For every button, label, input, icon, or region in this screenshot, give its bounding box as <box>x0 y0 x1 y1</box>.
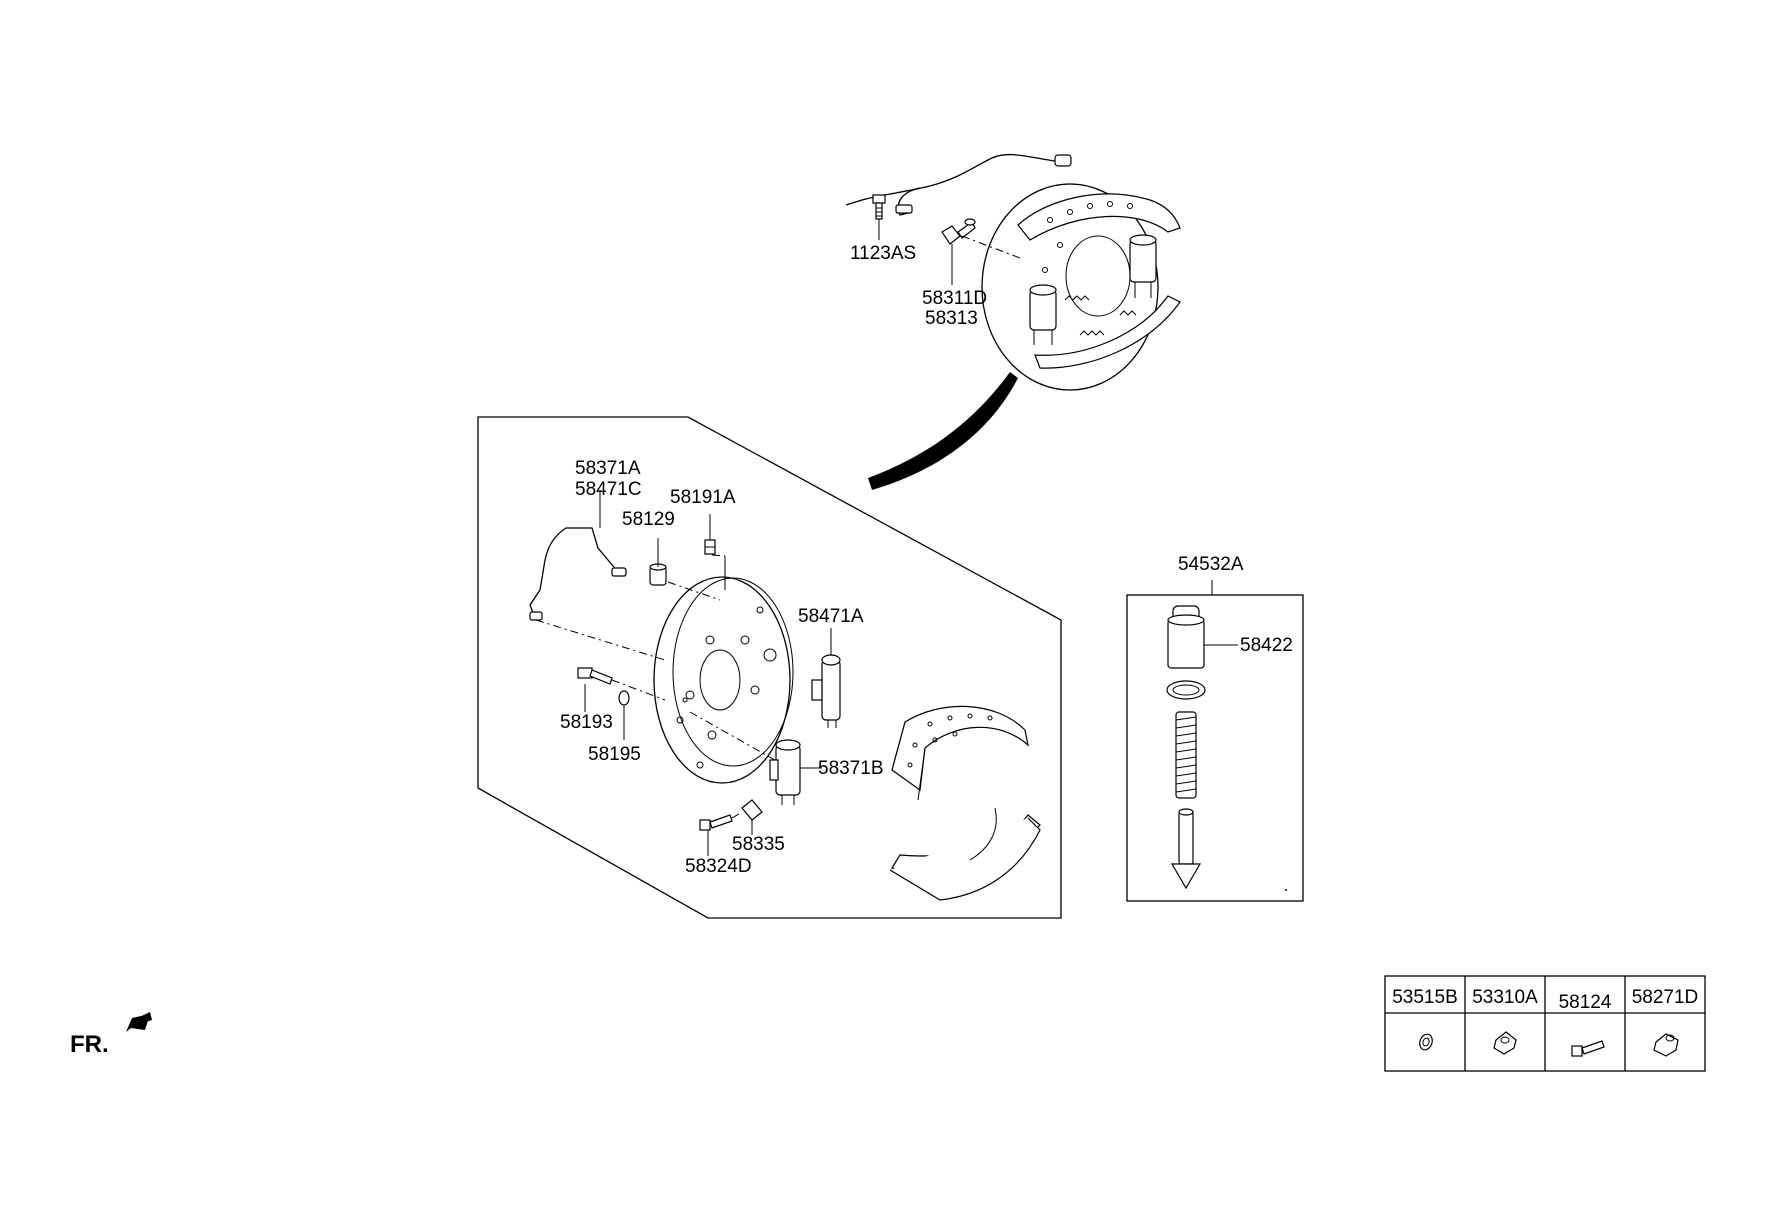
callout-58371A: 58371A <box>575 458 641 479</box>
front-orientation: FR. <box>70 1012 152 1058</box>
legend-header-53310A: 53310A <box>1472 987 1538 1008</box>
adjuster-dot <box>1285 889 1287 891</box>
hex-nut-icon <box>1653 1033 1679 1057</box>
sensor-connector <box>1054 154 1072 167</box>
top-dash-line <box>961 235 1021 259</box>
backing-plate-hub <box>699 649 741 711</box>
brake-shoe-upper <box>891 705 1029 792</box>
callout-58129: 58129 <box>622 509 675 530</box>
callout-58471A: 58471A <box>798 606 864 627</box>
nut-icon <box>1493 1031 1517 1055</box>
brake-shoe-upper-edge <box>891 721 926 801</box>
top-lower-shoe <box>1034 295 1181 369</box>
backing-plate-bolt-holes <box>676 606 777 769</box>
top-springs <box>1064 295 1137 336</box>
exploded-view-frame <box>477 416 1062 919</box>
legend-header-58271D: 58271D <box>1632 987 1699 1008</box>
bolt-58324D <box>699 814 733 831</box>
callout-58422: 58422 <box>1240 635 1293 656</box>
washer-58195 <box>618 690 630 706</box>
callout-58324D: 58324D <box>685 856 752 877</box>
callout-54532A: 54532A <box>1178 554 1244 575</box>
callout-58193: 58193 <box>560 712 613 733</box>
wheel-cylinder-58471A <box>811 654 841 728</box>
adjuster-ring-inner <box>1172 684 1200 696</box>
top-wheel-cylinder-right <box>1129 234 1157 298</box>
front-arrow-icon <box>126 1012 152 1032</box>
legend-header-53515B: 53515B <box>1392 987 1458 1008</box>
callout-1123AS: 1123AS <box>850 243 916 264</box>
sensor-probe <box>897 187 921 216</box>
dash-bleeder <box>711 554 726 557</box>
callout-58371B: 58371B <box>818 758 884 779</box>
grommet-58129 <box>649 563 667 586</box>
adjuster-plunger-tip <box>1170 863 1202 890</box>
top-backing-plate <box>981 183 1159 391</box>
top-brake-assembly <box>845 153 1181 391</box>
brake-shoe-upper-rivets <box>907 713 993 768</box>
exploded-view-parts <box>529 490 1041 901</box>
adjuster-subassembly <box>1126 580 1304 902</box>
sensor-bracket-part <box>941 218 976 245</box>
bolt-icon <box>1571 1040 1605 1057</box>
dash-cylinder <box>689 711 776 761</box>
assembly-pointer-arrow <box>868 372 1018 490</box>
callout-58311D: 58311D <box>922 288 987 309</box>
callout-58335: 58335 <box>732 834 785 855</box>
wheel-cylinder-58371B <box>769 739 801 805</box>
brake-line-fitting-bottom <box>529 611 543 621</box>
callout-58195: 58195 <box>588 744 641 765</box>
callout-58471C: 58471C <box>575 479 642 500</box>
bleeder-58191A <box>704 539 716 555</box>
top-center-hole <box>1065 235 1131 317</box>
sensor-tip <box>895 204 913 214</box>
backing-plate <box>653 576 791 784</box>
legend-header-58124: 58124 <box>1559 992 1612 1013</box>
front-label: FR. <box>70 1031 109 1058</box>
brake-shoe-lower-rib <box>969 807 997 861</box>
callout-58191A: 58191A <box>670 487 736 508</box>
bleeder-58335 <box>741 799 763 821</box>
callout-58313: 58313 <box>925 308 978 329</box>
bolt-58193 <box>577 667 613 685</box>
adjuster-plunger <box>1178 811 1194 865</box>
brake-line-fitting-top <box>611 567 627 577</box>
adjuster-sleeve-top <box>1167 614 1205 626</box>
washer-icon <box>1419 1033 1433 1051</box>
adjuster-sleeve <box>1167 619 1205 669</box>
backing-plate-rim <box>672 577 794 767</box>
callout-labels: 1123AS 58311D 58313 58371A 58471C 58191A… <box>560 243 1293 877</box>
dash-grommet <box>667 581 721 601</box>
top-upper-shoe <box>1017 193 1181 241</box>
sensor-wire <box>845 153 1063 206</box>
bolt-1123AS-part <box>872 194 886 220</box>
top-wheel-cylinder-left <box>1029 284 1057 345</box>
adjuster-screw-thread <box>1175 716 1197 793</box>
dash-line-bottom <box>535 619 666 661</box>
brake-shoe-lower-web <box>889 817 1041 901</box>
adjuster-screw <box>1175 711 1197 799</box>
dash-bleeder-bottom <box>731 811 743 819</box>
legend-table: 53515B 53310A 58124 58271D <box>1384 975 1706 1072</box>
brake-line-tube <box>529 527 619 621</box>
adjuster-frame <box>1126 594 1304 902</box>
adjuster-ring <box>1166 680 1206 700</box>
adjuster-plunger-top <box>1178 808 1194 816</box>
